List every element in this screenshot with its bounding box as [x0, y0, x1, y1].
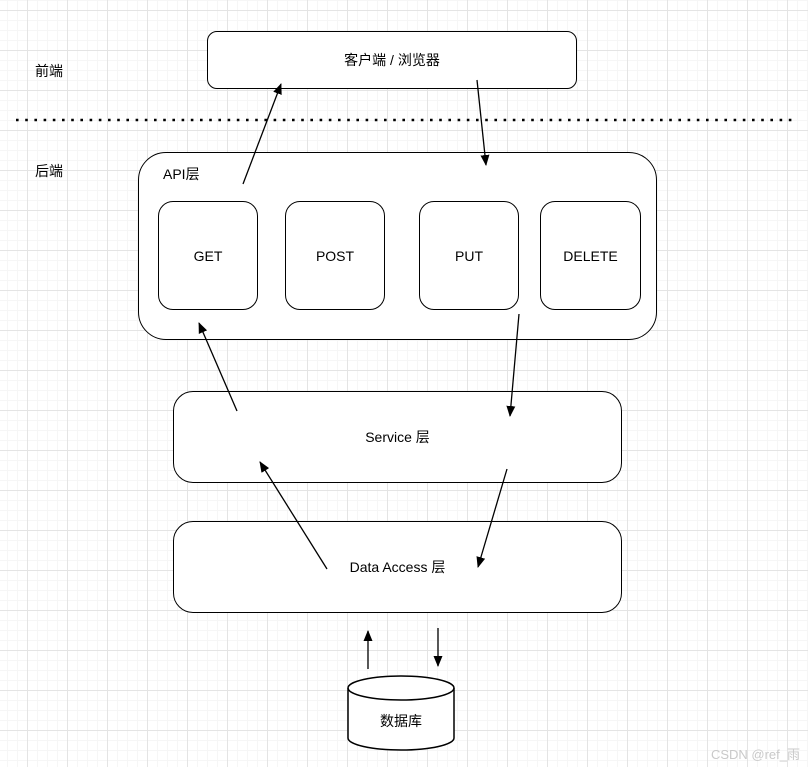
- api-layer-label: API层: [163, 166, 200, 182]
- method-box-post: POST: [285, 201, 385, 310]
- lane-label-backend: 后端: [35, 163, 63, 179]
- data-access-layer-label: Data Access 层: [349, 559, 446, 575]
- method-label-get: GET: [193, 247, 223, 264]
- method-label-put: PUT: [455, 247, 483, 264]
- data-access-layer-box: Data Access 层: [173, 521, 622, 613]
- watermark-text: CSDN @ref_雨: [710, 747, 800, 762]
- database-label: 数据库: [380, 713, 422, 729]
- method-label-delete: DELETE: [563, 247, 618, 264]
- client-browser-label: 客户端 / 浏览器: [344, 52, 440, 68]
- method-box-get: GET: [158, 201, 258, 310]
- service-layer-label: Service 层: [365, 429, 430, 445]
- service-layer-box: Service 层: [173, 391, 622, 483]
- client-browser-box: 客户端 / 浏览器: [207, 31, 577, 89]
- api-layer-container: API层 GET POST PUT DELETE: [138, 152, 657, 340]
- method-box-put: PUT: [419, 201, 519, 310]
- method-box-delete: DELETE: [540, 201, 641, 310]
- method-label-post: POST: [315, 247, 355, 264]
- lane-label-frontend: 前端: [35, 63, 63, 79]
